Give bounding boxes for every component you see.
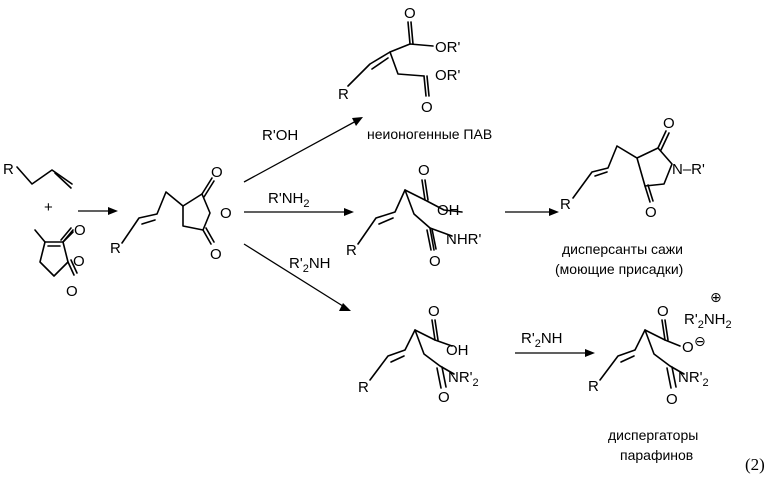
atom-nr2-salt: NR'2 <box>678 369 709 389</box>
reagent-secondary-amine-2: R'2NH <box>521 330 563 350</box>
arrow-to-amide-acid: R'NH2 <box>244 190 354 216</box>
atom-o-succinimide-1: O <box>663 115 675 132</box>
arrow-to-ammonium-salt: R'2NH <box>515 330 595 357</box>
plus-sign: + <box>44 199 53 216</box>
reagent-secondary-amine: R'2NH <box>289 255 331 275</box>
atom-r-succinimide: R <box>560 196 571 213</box>
atom-nhr-prime: NHR' <box>446 231 481 248</box>
atom-o-salt-2: O <box>666 391 678 408</box>
maleic-anhydride: O O O <box>35 222 86 300</box>
atom-r-tertiary: R <box>358 379 369 396</box>
atom-o-succinimide-2: O <box>645 204 657 221</box>
label-soot-dispersants: дисперсанты сажи <box>562 241 683 257</box>
reagent-alcohol: R'OH <box>262 127 298 144</box>
atom-o-minus: O <box>682 339 694 356</box>
atom-o-carbonyl-2: O <box>66 283 78 300</box>
atom-o-carbonyl-1: O <box>74 222 86 239</box>
plus-charge: ⊕ <box>710 289 722 305</box>
equation-number: (2) <box>745 455 765 474</box>
atom-r-ester: R <box>338 86 349 103</box>
atom-r-asa: R <box>110 240 121 257</box>
reagent-primary-amine: R'NH2 <box>268 190 310 210</box>
arrow-to-diamide-acid: R'2NH <box>244 244 351 311</box>
atom-o-tertiary-1: O <box>428 303 440 320</box>
atom-o-asa-1: O <box>211 164 223 181</box>
atom-o-asa-ring: O <box>220 205 232 222</box>
atom-r-olefin: R <box>3 161 14 178</box>
atom-o-salt-1: O <box>657 303 669 320</box>
alkenyl-succinic-anhydride: R O O O <box>110 164 232 263</box>
diester-product: R O OR' OR' O <box>338 5 461 116</box>
tertiary-amide-acid-product: R O OH NR'2 O <box>358 303 479 406</box>
label-detergent-additives: (моющие присадки) <box>555 261 683 277</box>
arrow-to-succinimide <box>505 208 559 216</box>
atom-o-asa-2: O <box>210 246 222 263</box>
atom-o-amide-acid-1: O <box>418 162 430 179</box>
arrow-to-ester: R'OH <box>244 117 363 182</box>
label-nonionic-surfactants: неионогенные ПАВ <box>367 126 492 142</box>
olefin-reactant: R <box>3 161 72 188</box>
atom-nr2-tertiary: NR'2 <box>448 369 479 389</box>
arrow-reaction-1 <box>78 207 118 215</box>
label-paraffin-dispersants-2: парафинов <box>620 447 693 463</box>
atom-o-ester-2: O <box>421 99 433 116</box>
succinimide-product: R O N–R' O <box>560 115 705 221</box>
atom-oh-amide-acid: OH <box>437 202 460 219</box>
ammonium-salt-product: R O O ⊖ R'2NH2 ⊕ NR'2 O <box>588 289 732 408</box>
atom-r-amide-acid: R <box>346 242 357 259</box>
atom-oh-tertiary: OH <box>446 342 469 359</box>
atom-r-salt: R <box>588 378 599 395</box>
atom-o-tertiary-2: O <box>438 389 450 406</box>
atom-or-prime-1: OR' <box>435 39 461 56</box>
label-paraffin-dispersants-1: диспергаторы <box>608 427 698 443</box>
atom-o-amide-acid-2: O <box>429 253 441 270</box>
amide-acid-product: R O OH NHR' O <box>346 162 481 270</box>
minus-charge: ⊖ <box>694 333 706 349</box>
atom-o-ester-1: O <box>404 5 416 22</box>
atom-or-prime-2: OR' <box>435 67 461 84</box>
atom-n-rprime: N–R' <box>672 161 705 178</box>
atom-r2nh2: R'2NH2 <box>684 311 732 331</box>
